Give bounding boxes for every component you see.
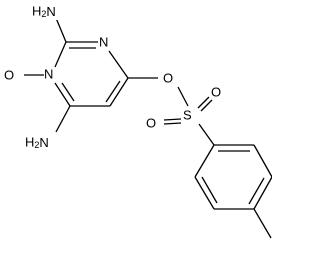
bond-s-o-left-2 bbox=[163, 118, 182, 121]
tolyl-ring bbox=[194, 144, 272, 239]
label-sulfonyl-o-right: O bbox=[211, 85, 221, 100]
label-amino-top: H2N bbox=[32, 4, 56, 20]
bond-ar5 bbox=[194, 176, 215, 210]
bond-c6-n1-inner bbox=[61, 82, 75, 102]
bond-c4-c5-inner bbox=[105, 80, 121, 103]
bond-s-aryl bbox=[198, 123, 215, 146]
label-sulfonyl-o-left: O bbox=[146, 116, 156, 131]
bond-ar3 bbox=[253, 176, 272, 210]
label-sulfur: S bbox=[183, 108, 192, 123]
molecule-canvas: H2N N N O O S O O H2N bbox=[4, 2, 272, 239]
bond-c2-nh2 bbox=[55, 17, 67, 43]
bond-ar5-inner bbox=[201, 176, 218, 204]
bond-o-s bbox=[177, 86, 189, 107]
label-ring-n-top: N bbox=[99, 35, 108, 50]
pyrimidine-ring bbox=[54, 41, 129, 107]
bond-c4-c5 bbox=[109, 77, 129, 107]
substituents bbox=[24, 17, 215, 146]
label-ring-n-oxide: N bbox=[44, 67, 53, 82]
bond-s-o-right bbox=[197, 96, 210, 109]
bond-methyl bbox=[253, 208, 272, 239]
label-amino-bottom: H2N bbox=[25, 135, 49, 151]
bond-ar3-inner bbox=[248, 177, 265, 205]
bond-c6-n1 bbox=[54, 82, 71, 107]
bond-n3-c4 bbox=[108, 50, 129, 79]
bond-c6-nh2 bbox=[55, 105, 71, 133]
atom-labels: H2N N N O O S O O H2N bbox=[4, 2, 221, 150]
bond-s-o-left bbox=[163, 122, 182, 125]
bond-n1-c2 bbox=[54, 41, 67, 68]
label-oxide-o: O bbox=[4, 68, 14, 83]
label-ester-o: O bbox=[163, 71, 173, 86]
bond-ar2 bbox=[253, 144, 272, 178]
structure-diagram: H2N N N O O S O O H2N bbox=[4, 2, 272, 239]
bond-s-o-right-2 bbox=[200, 99, 213, 112]
bond-ar6 bbox=[194, 144, 215, 178]
